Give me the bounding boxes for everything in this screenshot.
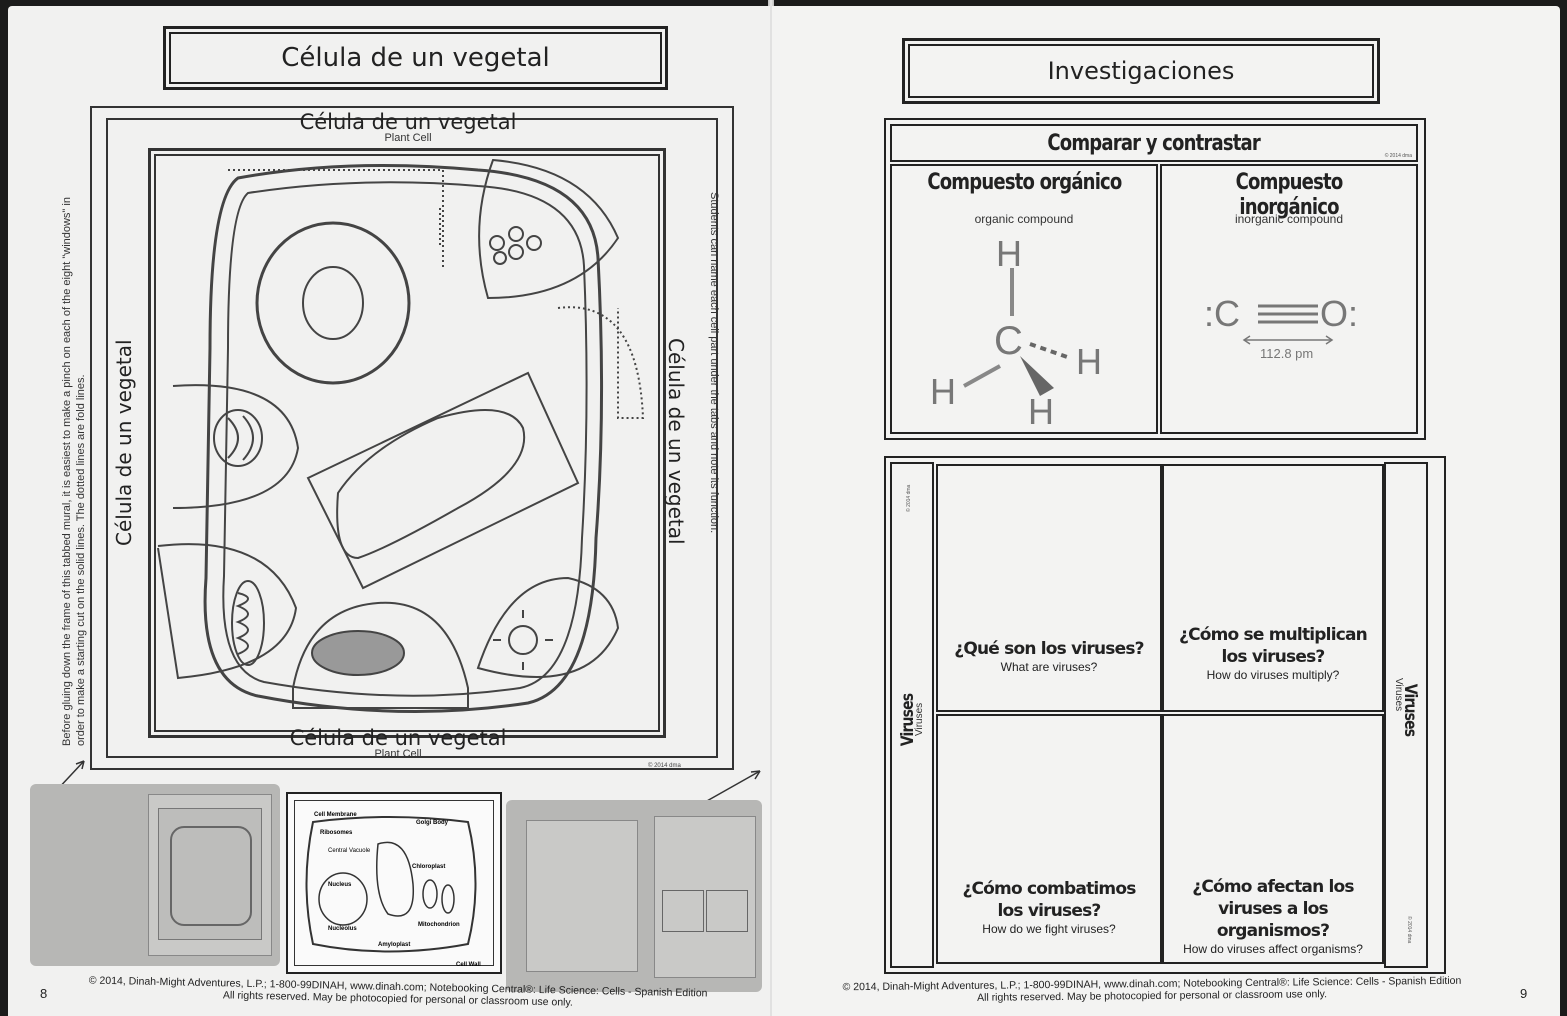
instruction-text: Before gluing down the frame of this tab… <box>61 197 87 746</box>
label-vacuole: Central Vacuole <box>328 848 371 854</box>
label-nucleus: Nucleus <box>328 882 352 888</box>
nucleolus-outline <box>302 266 364 340</box>
side-note: Students can name each cell part under t… <box>708 192 720 534</box>
example-photo-closed <box>30 784 280 966</box>
tab-window-4 <box>172 384 300 509</box>
tab-window-6 <box>157 543 298 680</box>
viruses-frame <box>884 456 1446 974</box>
label-cell-wall: Cell Wall <box>456 962 481 968</box>
page-number: 9 <box>1520 986 1528 1001</box>
compare-frame <box>884 118 1426 440</box>
inorganic-panel: Compuesto inorgánico inorganic compound … <box>1160 164 1418 434</box>
labeled-cell-example: Cell Membrane Ribosomes Golgi Body Centr… <box>286 792 502 974</box>
organic-subtitle: organic compound <box>974 212 1074 226</box>
label-amyloplast: Amyloplast <box>378 942 410 948</box>
tab-window-1 <box>228 169 444 268</box>
mural-outer-frame <box>90 106 734 770</box>
mural-top-title: Célula de un vegetal <box>299 110 517 134</box>
tab-window-2 <box>478 158 620 300</box>
mural-bottom-subtitle: Plant Cell <box>374 748 422 760</box>
right-page: Investigaciones Comparar y contrastar © … <box>772 6 1560 1016</box>
example-photo-open <box>506 800 762 992</box>
nucleus-outline <box>255 221 411 385</box>
viruses-left-tab: Viruses Viruses © 2014 dma <box>890 462 934 968</box>
question-box-affect: ¿Cómo afectan los viruses a los organism… <box>1162 714 1384 964</box>
mural-right-title: Célula de un vegetal <box>664 338 688 545</box>
co-left-atom: :C <box>1204 293 1240 334</box>
compare-header: Comparar y contrastar © 2014 dma <box>890 124 1418 162</box>
question-box-fight: ¿Cómo combatimos los viruses? How do we … <box>936 714 1162 964</box>
question-box-what: ¿Qué son los viruses? What are viruses? <box>936 464 1162 712</box>
right-footer: © 2014, Dinah-Might Adventures, L.P.; 1-… <box>842 974 1462 1004</box>
page-title: Célula de un vegetal <box>163 26 668 90</box>
label-golgi: Golgi Body <box>416 820 449 826</box>
label-ribosomes: Ribosomes <box>320 830 353 836</box>
cell-wall-outline <box>203 164 604 714</box>
organic-panel: Compuesto orgánico organic compound H C … <box>890 164 1158 434</box>
mural-copyright: © 2014 dma <box>648 763 681 769</box>
plant-cell-diagram <box>157 158 645 714</box>
page-number: 8 <box>40 986 48 1001</box>
mural-top-subtitle: Plant Cell <box>384 132 432 144</box>
tab-window-8 <box>476 576 620 678</box>
label-cell-membrane: Cell Membrane <box>314 812 357 818</box>
atom-h-top: H <box>996 233 1022 274</box>
page-title: Investigaciones <box>902 38 1380 104</box>
mural-window-frame <box>148 148 666 738</box>
tab-window-7 <box>292 601 469 709</box>
methane-structure: H C H H H <box>930 233 1102 426</box>
inorganic-subtitle: inorganic compound <box>1234 212 1344 226</box>
co-molecule: :C O: 112.8 pm <box>1204 293 1358 361</box>
book-spine <box>768 0 774 1016</box>
mural-bottom-title: Célula de un vegetal <box>289 726 507 750</box>
atom-c: C <box>994 319 1023 363</box>
mural-inner-frame <box>106 118 718 758</box>
cell-membrane-outline <box>222 181 588 697</box>
viruses-right-tab: Viruses Viruses © 2014 dma <box>1384 462 1428 968</box>
label-nucleolus: Nucleolus <box>328 926 357 932</box>
label-mitochondrion: Mitochondrion <box>418 922 460 928</box>
co-bond-length: 112.8 pm <box>1260 346 1313 361</box>
atom-h-right: H <box>1076 341 1102 382</box>
mural-left-title: Célula de un vegetal <box>112 339 136 546</box>
question-box-multiply: ¿Cómo se multiplican los viruses? How do… <box>1162 464 1384 712</box>
central-vacuole-shape <box>336 409 526 560</box>
tab-window-3 <box>557 306 645 419</box>
co-right-atom: O: <box>1320 293 1358 334</box>
left-page: Célula de un vegetal Célula de un vegeta… <box>8 6 770 1016</box>
labeled-cell-svg: Cell Membrane Ribosomes Golgi Body Centr… <box>305 812 481 968</box>
atom-h-left: H <box>930 371 956 412</box>
atom-h-bottom: H <box>1028 391 1054 426</box>
label-chloroplast: Chloroplast <box>412 864 445 870</box>
